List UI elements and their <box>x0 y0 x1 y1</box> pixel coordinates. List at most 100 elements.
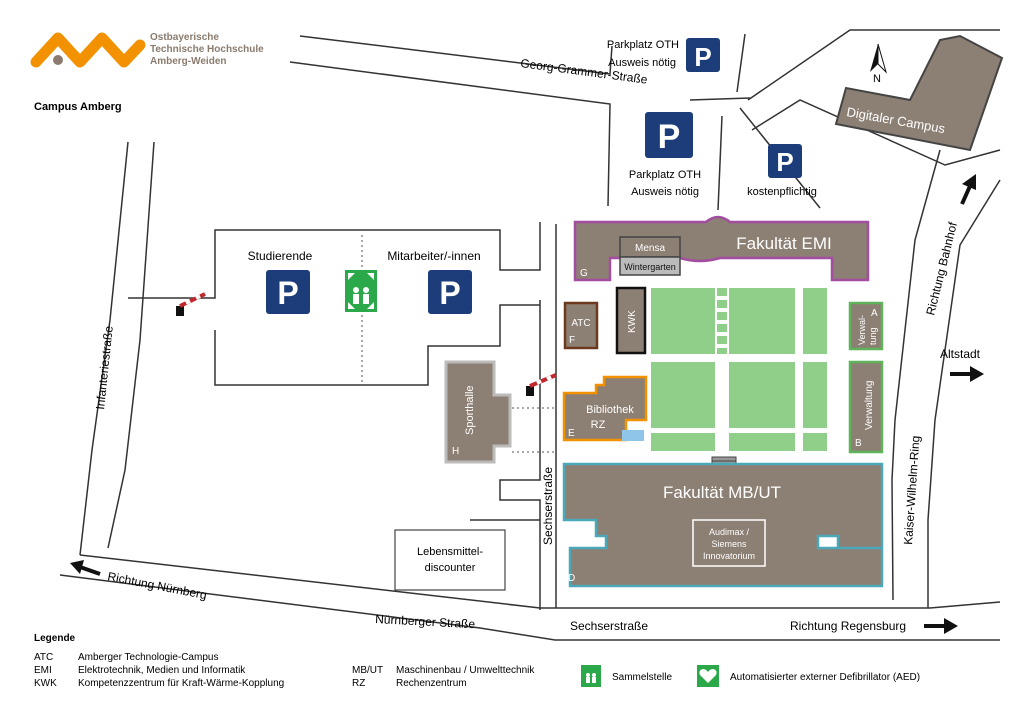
logo-line-3: Amberg-Weiden <box>150 56 227 67</box>
building-bibliothek-label: Bibliothek <box>586 404 634 416</box>
building-rz-label: RZ <box>591 419 606 431</box>
building-bibliothek[interactable]: Bibliothek RZ E <box>562 375 648 442</box>
building-emi[interactable]: Fakultät EMI G <box>573 215 870 282</box>
legend-abbr-emi: EMI <box>34 665 52 676</box>
direction-nuernberg: Richtung Nürnberg <box>106 569 208 602</box>
parking-staff-label: Mitarbeiter/-innen <box>387 249 480 263</box>
discounter-line2: discounter <box>425 562 476 574</box>
parking-oth-mid-line2: Ausweis nötig <box>631 186 699 198</box>
parking-icon <box>266 270 310 314</box>
parking-paid[interactable]: P kostenpflichtig <box>747 144 817 198</box>
building-atc-label: ATC <box>571 318 590 329</box>
parking-students[interactable]: Studierende P <box>248 249 313 314</box>
building-wintergarten-label: Wintergarten <box>624 262 676 272</box>
building-atc[interactable]: ATC F <box>563 301 599 350</box>
parking-icon <box>645 112 693 158</box>
parking-oth-mid[interactable]: P Parkplatz OTH Ausweis nötig <box>629 112 701 198</box>
parking-staff[interactable]: Mitarbeiter/-innen P <box>387 249 481 314</box>
building-sporthalle-letter: H <box>452 446 459 457</box>
parking-oth-top[interactable]: P Parkplatz OTH Ausweis nötig <box>607 38 720 72</box>
parking-symbol: P <box>439 275 460 311</box>
oth-logo[interactable]: Ostbayerische Technische Hochschule Ambe… <box>30 32 264 68</box>
parking-oth-mid-line1: Parkplatz OTH <box>629 169 701 181</box>
building-kwk-label: KWK <box>627 310 638 333</box>
logo-line-2: Technische Hochschule <box>150 44 264 55</box>
building-sporthalle[interactable]: Sporthalle H <box>444 360 512 464</box>
parking-paid-label: kostenpflichtig <box>747 186 817 198</box>
direction-altstadt: Altstadt <box>940 347 981 361</box>
legend-assembly-point: Sammelstelle <box>612 672 672 683</box>
parking-students-label: Studierende <box>248 249 313 263</box>
building-mensa[interactable]: Mensa Wintergarten <box>619 236 681 276</box>
water-basin <box>622 430 644 441</box>
street-kaiser-wilhelm: Kaiser-Wilhelm-Ring <box>901 435 923 545</box>
building-emi-label: Fakultät EMI <box>736 234 831 253</box>
building-verwaltung-a-line1: Verwal- <box>857 315 867 345</box>
building-verwaltung-b-label: Verwaltung <box>864 381 875 430</box>
north-arrow-icon <box>870 43 888 74</box>
campus-title: Campus Amberg <box>34 101 122 113</box>
legend-text-emi: Elektrotechnik, Medien und Informatik <box>78 665 246 676</box>
assembly-point-icon[interactable] <box>345 270 377 312</box>
building-sporthalle-label: Sporthalle <box>464 385 476 435</box>
legend-text-mbut: Maschinenbau / Umwelttechnik <box>396 665 535 676</box>
arrow-left-icon[interactable] <box>70 560 101 576</box>
logo-dot-icon <box>53 55 63 65</box>
discounter-line1: Lebensmittel- <box>417 546 483 558</box>
arrow-right-icon[interactable] <box>924 618 958 634</box>
building-verwaltung-a[interactable]: Verwal- tung A <box>848 301 884 351</box>
audimax-line1: Audimax / <box>709 527 750 537</box>
street-infanterie: Infanteriestraße <box>93 325 116 410</box>
parking-oth-top-line1: Parkplatz OTH <box>607 39 679 51</box>
legend-abbr-mbut: MB/UT <box>352 665 383 676</box>
legend-title: Legende <box>34 633 76 644</box>
aed-icon <box>697 665 719 687</box>
building-discounter[interactable]: Lebensmittel- discounter <box>394 529 506 591</box>
building-audimax[interactable]: Audimax / Siemens Innovatorium <box>692 519 766 567</box>
arrow-up-icon[interactable] <box>960 174 976 205</box>
direction-bahnhof: Richtung Bahnhof <box>923 220 960 317</box>
legend-abbr-kwk: KWK <box>34 678 57 689</box>
building-verwaltung-b-letter: B <box>855 438 862 449</box>
building-mbut-label: Fakultät MB/UT <box>663 483 781 502</box>
building-mensa-label: Mensa <box>635 243 665 254</box>
parking-oth-top-line2: Ausweis nötig <box>608 57 676 69</box>
street-sechser-bottom: Sechserstraße <box>570 619 648 633</box>
building-kwk[interactable]: KWK <box>615 286 647 355</box>
building-atc-letter: F <box>569 335 575 346</box>
street-sechser-vertical: Sechserstraße <box>541 467 555 545</box>
building-verwaltung-a-line2: tung <box>868 327 878 345</box>
parking-icon <box>428 270 472 314</box>
direction-regensburg: Richtung Regensburg <box>790 619 906 633</box>
legend-aed: Automatisierter externer Defibrillator (… <box>730 672 920 683</box>
building-verwaltung-b[interactable]: Verwaltung B <box>848 360 884 454</box>
legend-text-kwk: Kompetenzzentrum für Kraft-Wärme-Kopplun… <box>78 678 284 689</box>
building-verwaltung-a-letter: A <box>871 308 878 319</box>
audimax-line3: Innovatorium <box>703 551 755 561</box>
legend: Legende ATC Amberger Technologie-Campus … <box>34 633 920 689</box>
legend-text-atc: Amberger Technologie-Campus <box>78 652 218 663</box>
parking-symbol: P <box>776 147 793 177</box>
arrow-right-icon[interactable] <box>950 366 984 382</box>
legend-abbr-atc: ATC <box>34 652 53 663</box>
parking-symbol: P <box>277 275 298 311</box>
legend-abbr-rz: RZ <box>352 678 365 689</box>
building-bibliothek-letter: E <box>568 428 575 439</box>
parking-symbol: P <box>694 42 711 72</box>
barrier-icon <box>526 373 557 396</box>
building-mbut-letter: D <box>568 573 575 584</box>
parking-icon <box>686 38 720 72</box>
building-digital-campus[interactable]: Digitaler Campus <box>834 34 1004 152</box>
building-emi-letter: G <box>580 268 588 279</box>
logo-zigzag-icon <box>30 32 146 68</box>
audimax-line2: Siemens <box>711 539 747 549</box>
north-label: N <box>873 73 881 85</box>
legend-text-rz: Rechenzentrum <box>396 678 467 689</box>
parking-icon <box>768 144 802 178</box>
assembly-point-icon <box>581 665 601 687</box>
logo-line-1: Ostbayerische <box>150 32 219 43</box>
parking-symbol: P <box>658 118 681 156</box>
green-areas <box>651 288 827 451</box>
barrier-icon <box>176 292 206 316</box>
